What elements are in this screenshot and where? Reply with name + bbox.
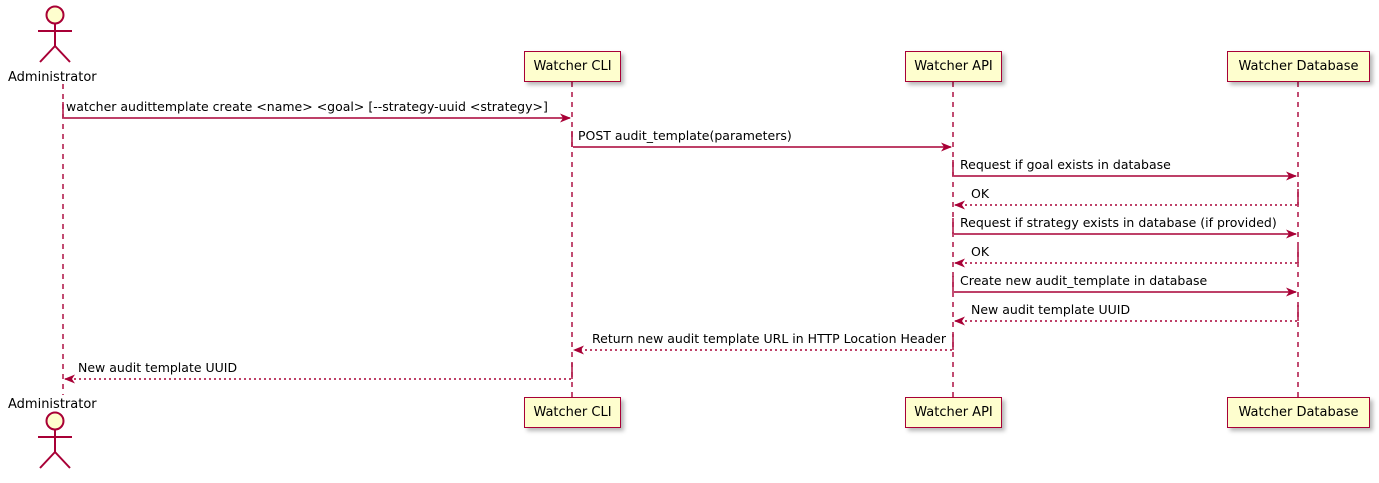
participant-watcher-database-top[interactable]: Watcher Database <box>1227 51 1370 82</box>
message-label-3: Request if goal exists in database <box>960 157 1171 172</box>
message-arrows <box>62 102 1299 384</box>
message-label-6: OK <box>971 244 990 259</box>
participant-watcher-cli-top[interactable]: Watcher CLI <box>524 51 621 82</box>
message-label-5: Request if strategy exists in database (… <box>960 215 1277 230</box>
message-label-4: OK <box>971 186 990 201</box>
message-label-8: New audit template UUID <box>971 302 1131 317</box>
actor-administrator-top-figure <box>38 5 72 63</box>
message-label-10: New audit template UUID <box>78 360 238 375</box>
actor-label-administrator-top: Administrator <box>8 70 97 85</box>
participant-watcher-api-bottom[interactable]: Watcher API <box>905 397 1002 428</box>
message-label-7: Create new audit_template in database <box>960 273 1208 288</box>
message-label-1: watcher audittemplate create <name> <goa… <box>66 99 548 114</box>
actor-label-administrator-bottom: Administrator <box>8 397 97 412</box>
message-label-9: Return new audit template URL in HTTP Lo… <box>592 331 946 346</box>
participant-watcher-cli-bottom[interactable]: Watcher CLI <box>524 397 621 428</box>
participant-watcher-database-bottom[interactable]: Watcher Database <box>1227 397 1370 428</box>
message-label-2: POST audit_template(parameters) <box>578 128 792 143</box>
participant-watcher-api-top[interactable]: Watcher API <box>905 51 1002 82</box>
actor-administrator-bottom-figure <box>38 411 72 469</box>
